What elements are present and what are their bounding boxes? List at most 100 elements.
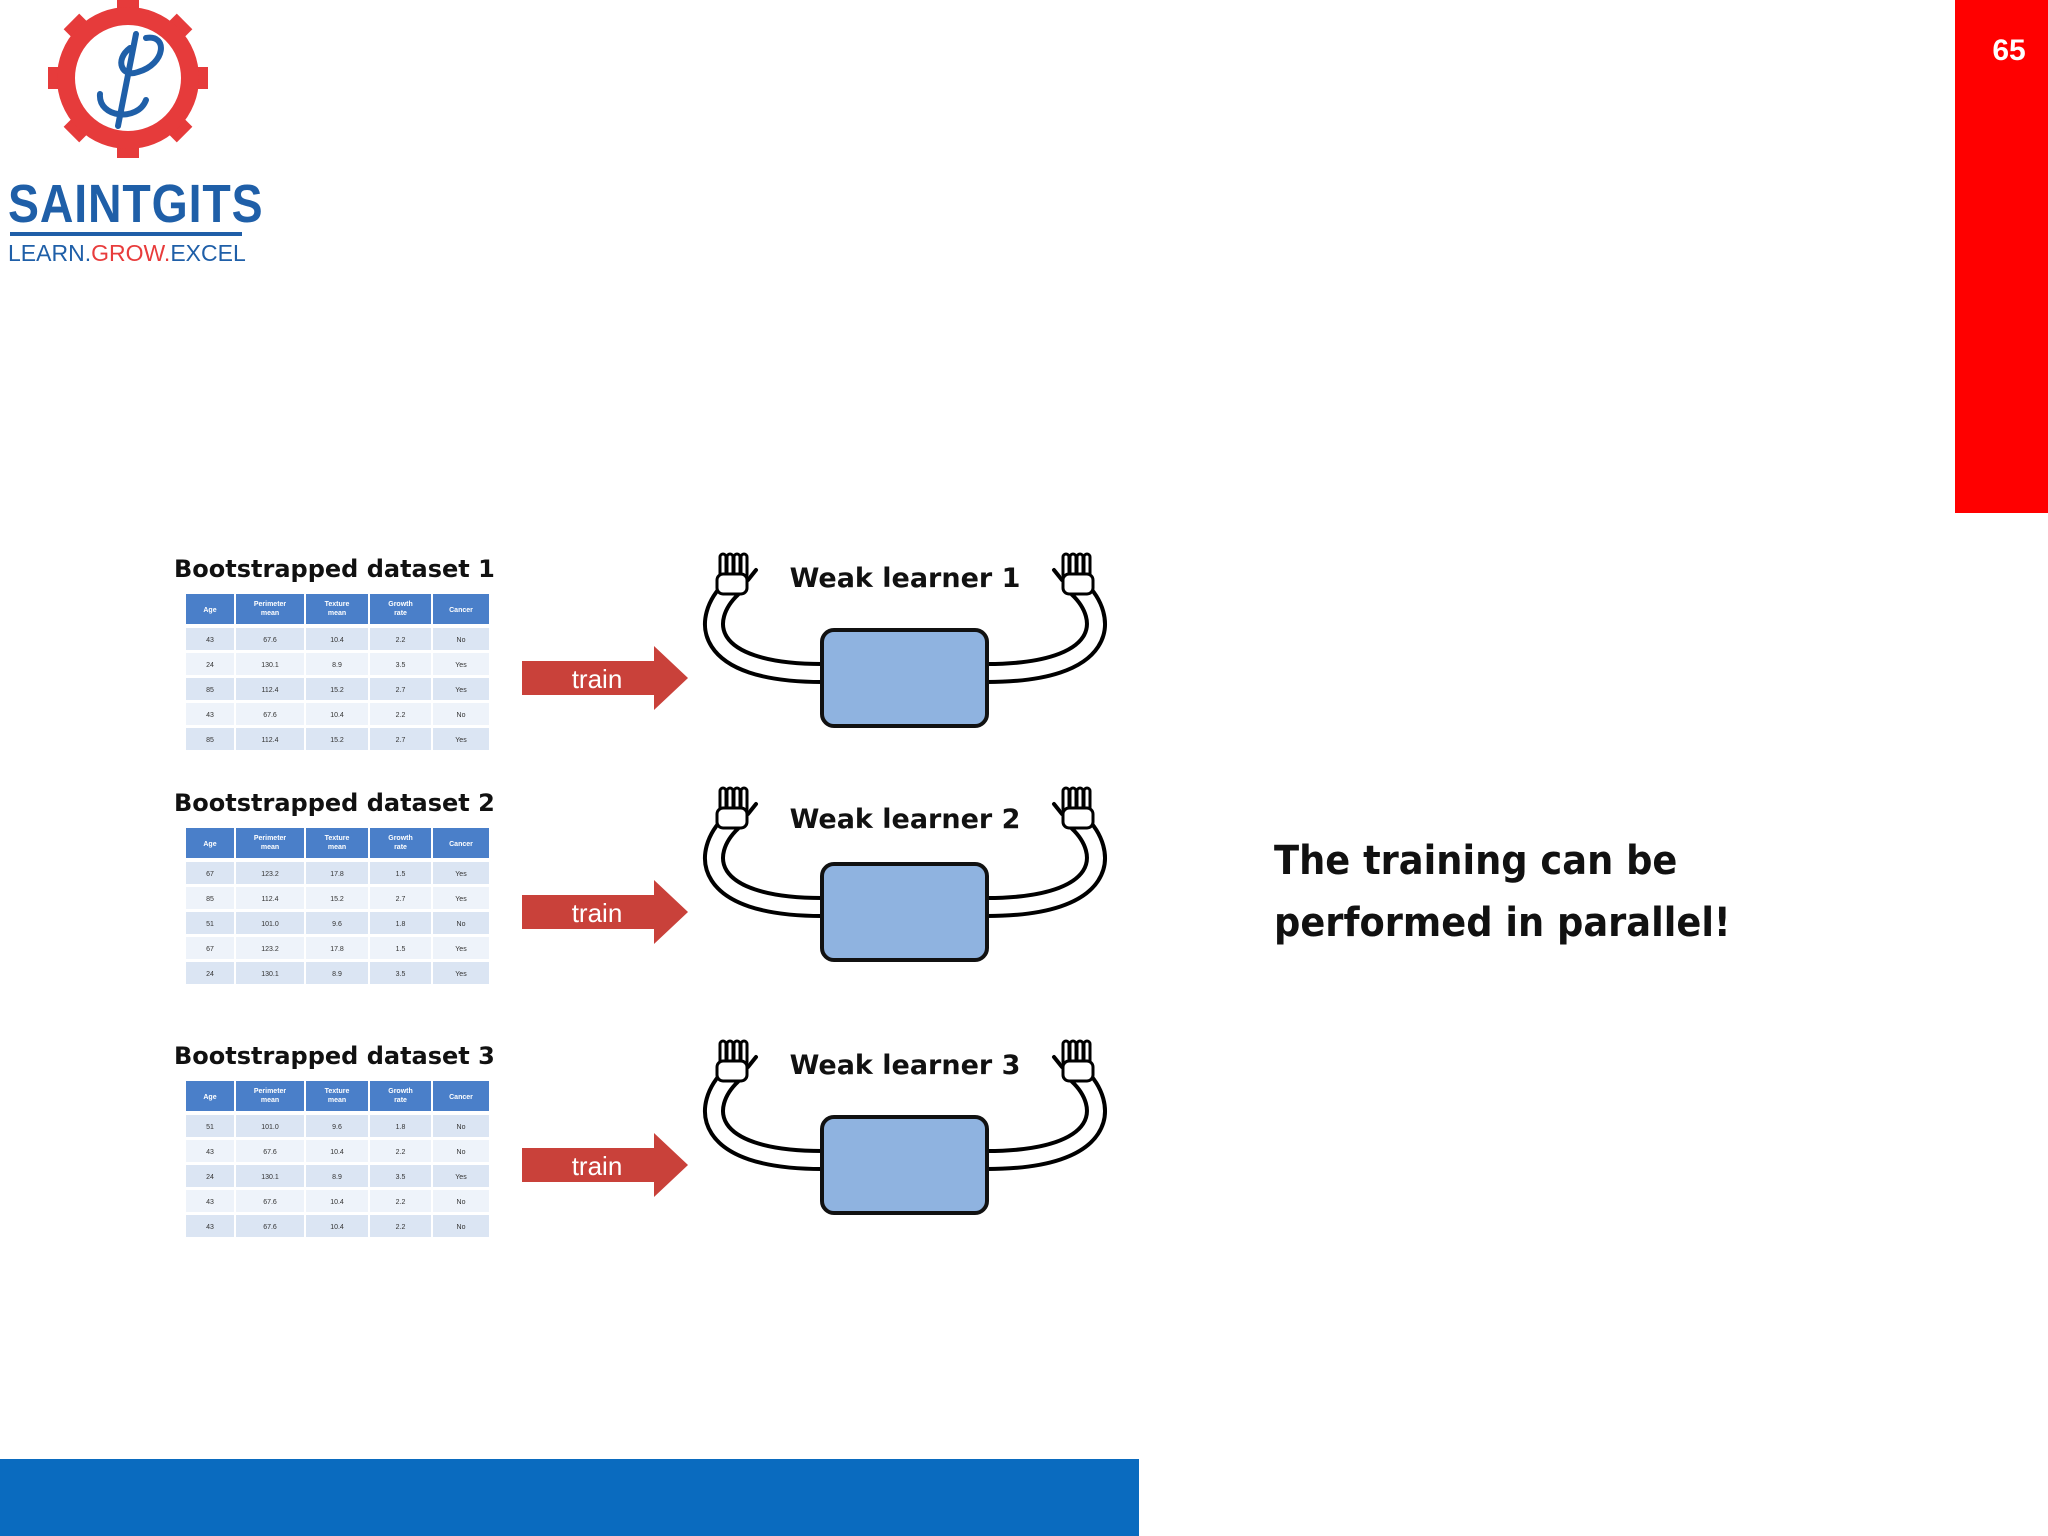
- table-header-text: Age: [203, 841, 216, 848]
- table-cell: [236, 703, 304, 725]
- train-arrow: [522, 646, 688, 710]
- table-cell: [306, 728, 368, 750]
- right-hand-icon: [1052, 552, 1095, 596]
- table-cell-text: Yes: [455, 896, 467, 903]
- table-header-cell: [186, 594, 234, 624]
- table-cell-text: 10.4: [330, 1149, 344, 1156]
- dataset-title: Bootstrapped dataset 2: [174, 789, 495, 817]
- dataset-row-3: Bootstrapped dataset 3AgePerimetermeanTe…: [174, 1039, 1107, 1237]
- table-cell-text: 1.8: [396, 1124, 406, 1131]
- palm: [1061, 806, 1095, 830]
- weak-learner-figure: [703, 786, 1107, 962]
- table-header-cell: [306, 828, 368, 858]
- thumb: [746, 1055, 758, 1069]
- table-cell-text: 17.8: [330, 946, 344, 953]
- table-header-text: Growth: [388, 1088, 413, 1095]
- table-header-text: Cancer: [449, 1094, 473, 1101]
- tagline-learn: LEARN.: [8, 240, 92, 266]
- table-cell: [370, 862, 431, 884]
- table-cell-text: 2.2: [396, 1199, 406, 1206]
- table-cell-text: 101.0: [261, 1124, 279, 1131]
- weak-learner-box: [820, 1115, 989, 1215]
- table-header-cell: [370, 1081, 431, 1111]
- dataset-title: Bootstrapped dataset 1: [174, 555, 495, 583]
- table-cell: [306, 1190, 368, 1212]
- table-cell: [186, 1190, 234, 1212]
- table-cell-text: 67: [206, 946, 214, 953]
- table-header-text: Perimeter: [254, 835, 287, 842]
- table-header-text: Cancer: [449, 607, 473, 614]
- table-header-text: Perimeter: [254, 1088, 287, 1095]
- table-cell: [433, 1115, 489, 1137]
- table-cell: [433, 862, 489, 884]
- weak-learner-figure: [703, 1039, 1107, 1215]
- table-cell: [186, 862, 234, 884]
- table-cell-text: 24: [206, 1174, 214, 1181]
- table-header-cell: [433, 828, 489, 858]
- table-cell-text: 10.4: [330, 1224, 344, 1231]
- table-cell-text: No: [457, 1224, 466, 1231]
- table-cell-text: 2.2: [396, 637, 406, 644]
- tagline-grow: GROW.: [91, 240, 171, 266]
- palm: [1061, 1059, 1095, 1083]
- table-cell-text: 85: [206, 896, 214, 903]
- saintgits-logo: SAINTGITS LEARN.GROW.EXCEL: [0, 0, 263, 272]
- table-cell: [306, 1140, 368, 1162]
- train-arrow: [522, 1133, 688, 1197]
- table-cell: [370, 912, 431, 934]
- table-cell-text: Yes: [455, 662, 467, 669]
- brand-underline: [10, 232, 242, 236]
- right-hand-icon: [1052, 786, 1095, 830]
- thumb: [746, 802, 758, 816]
- table-cell: [370, 678, 431, 700]
- train-label: train: [572, 664, 623, 694]
- table-cell: [236, 1165, 304, 1187]
- bottom-accent-bar: [0, 1459, 1139, 1536]
- weak-learner-label: Weak learner 3: [790, 1050, 1021, 1081]
- palm: [1061, 572, 1095, 596]
- table-header-text: Cancer: [449, 841, 473, 848]
- table-header-cell: [186, 1081, 234, 1111]
- dataset-row-1: Bootstrapped dataset 1AgePerimetermeanTe…: [174, 552, 1107, 750]
- table-cell-text: 24: [206, 971, 214, 978]
- table-header-text: Perimeter: [254, 601, 287, 608]
- table-cell-text: 3.5: [396, 1174, 406, 1181]
- table-cell-text: Yes: [455, 971, 467, 978]
- table-header-text: Growth: [388, 601, 413, 608]
- table-cell-text: 67.6: [263, 1199, 277, 1206]
- table-header-text: Texture: [325, 601, 350, 608]
- table-cell-text: 1.5: [396, 871, 406, 878]
- table-cell: [370, 703, 431, 725]
- table-cell: [306, 912, 368, 934]
- table-cell: [186, 962, 234, 984]
- right-hand-icon: [1052, 1039, 1095, 1083]
- table-cell-text: 10.4: [330, 712, 344, 719]
- palm: [715, 1059, 749, 1083]
- table-cell: [236, 728, 304, 750]
- table-cell: [433, 1215, 489, 1237]
- table-cell-text: 85: [206, 737, 214, 744]
- table-cell-text: 24: [206, 662, 214, 669]
- table-cell: [433, 887, 489, 909]
- left-hand-icon: [715, 786, 758, 830]
- table-cell-text: 130.1: [261, 971, 279, 978]
- table-cell-text: 43: [206, 1149, 214, 1156]
- table-cell: [433, 678, 489, 700]
- table-header-cell: [306, 594, 368, 624]
- table-cell-text: 43: [206, 1199, 214, 1206]
- table-cell: [370, 1140, 431, 1162]
- table-cell-text: Yes: [455, 1174, 467, 1181]
- table-cell-text: 43: [206, 1224, 214, 1231]
- palm: [715, 806, 749, 830]
- table-cell-text: 130.1: [261, 662, 279, 669]
- table-cell-text: No: [457, 637, 466, 644]
- table-header-text: mean: [261, 610, 279, 617]
- table-header-text: Age: [203, 1094, 216, 1101]
- right-arm-inner: [980, 1068, 1103, 1167]
- table-cell-text: No: [457, 712, 466, 719]
- table-cell-text: 15.2: [330, 896, 344, 903]
- train-label: train: [572, 898, 623, 928]
